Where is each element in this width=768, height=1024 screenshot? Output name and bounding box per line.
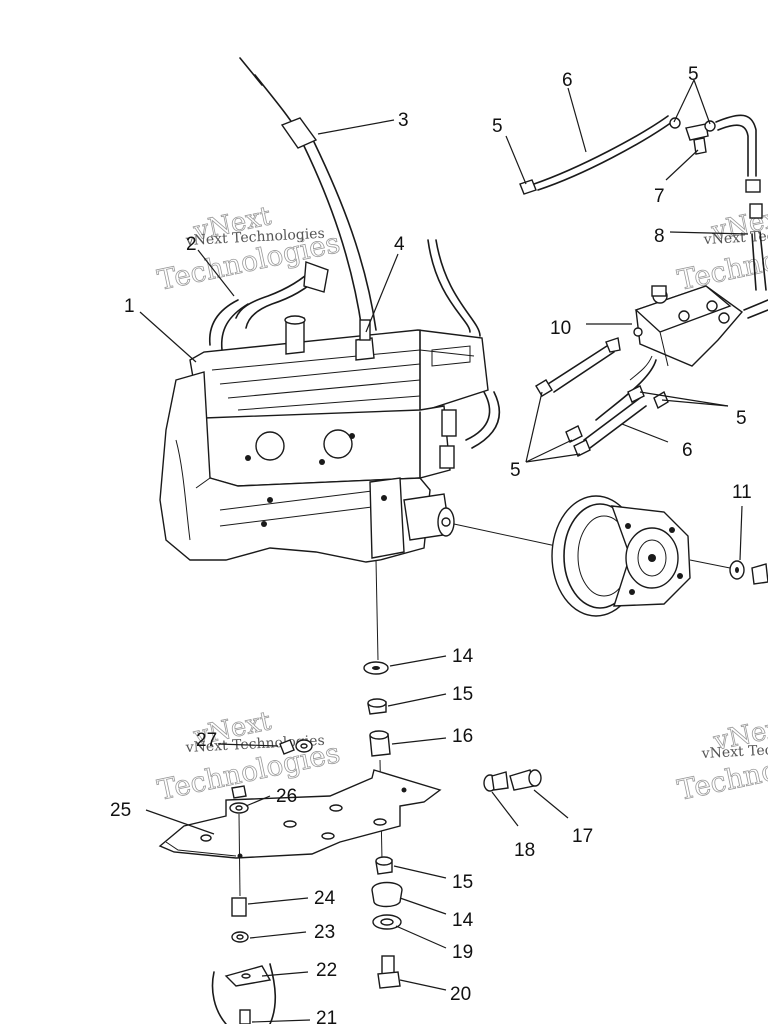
impulse-hose bbox=[209, 261, 329, 351]
callout-14: 14 bbox=[452, 646, 474, 667]
callout-3: 3 bbox=[398, 110, 409, 131]
callout-1: 1 bbox=[124, 296, 135, 317]
callout-5: 5 bbox=[688, 64, 699, 85]
callout-15: 15 bbox=[452, 872, 473, 893]
callout-8: 8 bbox=[654, 226, 665, 247]
callout-22: 22 bbox=[316, 960, 337, 981]
callout-10: 10 bbox=[550, 318, 571, 339]
mount-hardware-left bbox=[211, 739, 313, 1024]
callout-14: 14 bbox=[452, 910, 474, 931]
callout-6: 6 bbox=[682, 440, 693, 461]
callout-18: 18 bbox=[514, 840, 535, 861]
callout-17: 17 bbox=[572, 826, 593, 847]
callout-6: 6 bbox=[562, 70, 573, 91]
fuel-pump-assembly bbox=[519, 114, 768, 457]
callout-21: 21 bbox=[316, 1008, 337, 1024]
callout-15: 15 bbox=[452, 684, 473, 705]
callout-2: 2 bbox=[186, 234, 197, 255]
callout-11: 11 bbox=[732, 482, 752, 503]
mount-plate bbox=[158, 769, 442, 859]
callout-4: 4 bbox=[394, 234, 405, 255]
callout-25: 25 bbox=[110, 800, 131, 821]
callout-7: 7 bbox=[654, 186, 665, 207]
watermark-small-text: vNext Technologies bbox=[702, 225, 768, 248]
clutch-bolt bbox=[729, 560, 768, 585]
callout-24: 24 bbox=[314, 888, 336, 909]
callout-20: 20 bbox=[450, 984, 471, 1005]
mount-hardware-right bbox=[363, 559, 403, 989]
drive-clutch bbox=[453, 495, 731, 617]
watermark-small-text: vNext Technologies bbox=[700, 739, 768, 762]
callout-5: 5 bbox=[510, 460, 521, 481]
callout-5: 5 bbox=[492, 116, 503, 137]
callout-26: 26 bbox=[276, 786, 297, 807]
callout-19: 19 bbox=[452, 942, 473, 963]
engine-assembly bbox=[159, 239, 501, 563]
throttle-cable bbox=[239, 57, 377, 331]
callout-5: 5 bbox=[736, 408, 747, 429]
callout-23: 23 bbox=[314, 922, 335, 943]
callout-27: 27 bbox=[196, 730, 217, 751]
watermark-small-text: vNext Technologies bbox=[184, 226, 325, 249]
callout-labels: 1 2 3 4 5 6 5 7 8 10 5 5 6 11 14 15 16 2… bbox=[110, 64, 752, 1024]
stud-assembly bbox=[483, 769, 542, 792]
callout-16: 16 bbox=[452, 726, 473, 747]
leader-lines bbox=[139, 79, 749, 1023]
